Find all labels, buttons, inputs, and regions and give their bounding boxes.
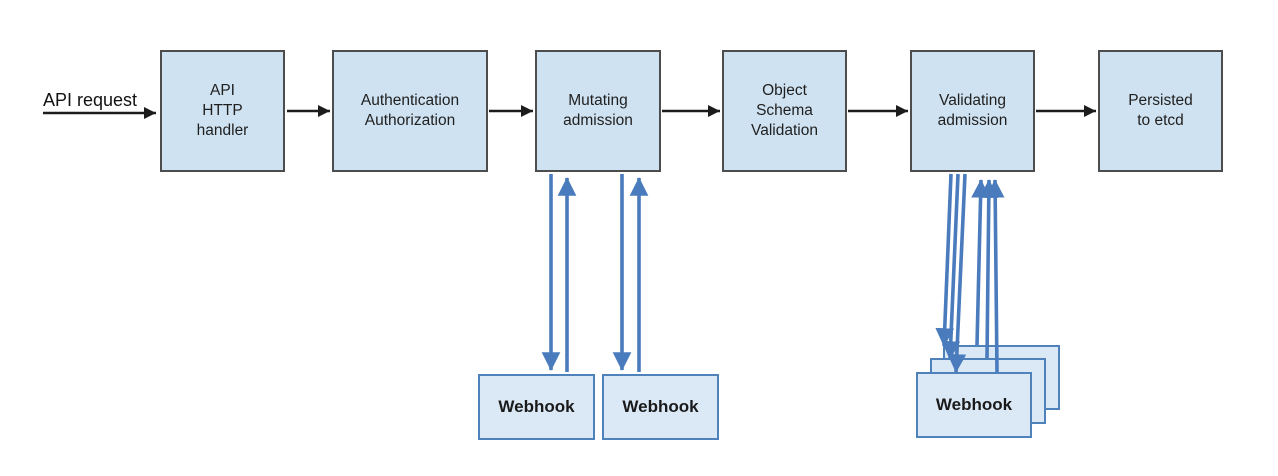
arrow-validating-webhook-up-2 (979, 179, 999, 359)
stage-box-persisted-to-etcd: Persisted to etcd (1098, 50, 1223, 172)
stage-label: Validating admission (937, 91, 1008, 129)
stage-box-mutating-admission: Mutating admission (535, 50, 661, 172)
stage-box-object-schema-validation: Object Schema Validation (722, 50, 847, 172)
webhook-label: Webhook (935, 395, 1013, 414)
arrow-validating-webhook-up-1 (971, 179, 990, 346)
arrow-validating-webhook-down-1 (935, 173, 955, 347)
stage-label: Mutating admission (563, 91, 633, 129)
arrow-validating-webhook-down-3 (947, 173, 967, 373)
stage-label: Persisted to etcd (1128, 91, 1193, 129)
webhook-box-validating: Webhook (916, 372, 1032, 438)
stage-box-api-http-handler: API HTTP handler (160, 50, 285, 172)
webhook-box-mutating-1: Webhook (478, 374, 595, 440)
webhook-box-mutating-2: Webhook (602, 374, 719, 440)
stage-box-validating-admission: Validating admission (910, 50, 1035, 172)
arrow-validating-webhook-up-3 (985, 179, 1005, 373)
stage-box-authentication-authorization: Authentication Authorization (332, 50, 488, 172)
stage-label: API HTTP handler (196, 81, 249, 140)
api-request-label: API request (43, 90, 138, 110)
webhook-label: Webhook (498, 397, 575, 416)
stage-label: Object Schema Validation (751, 81, 818, 140)
arrow-validating-webhook-down-2 (941, 173, 961, 360)
webhook-label: Webhook (622, 397, 699, 416)
stage-label: Authentication Authorization (360, 91, 460, 129)
